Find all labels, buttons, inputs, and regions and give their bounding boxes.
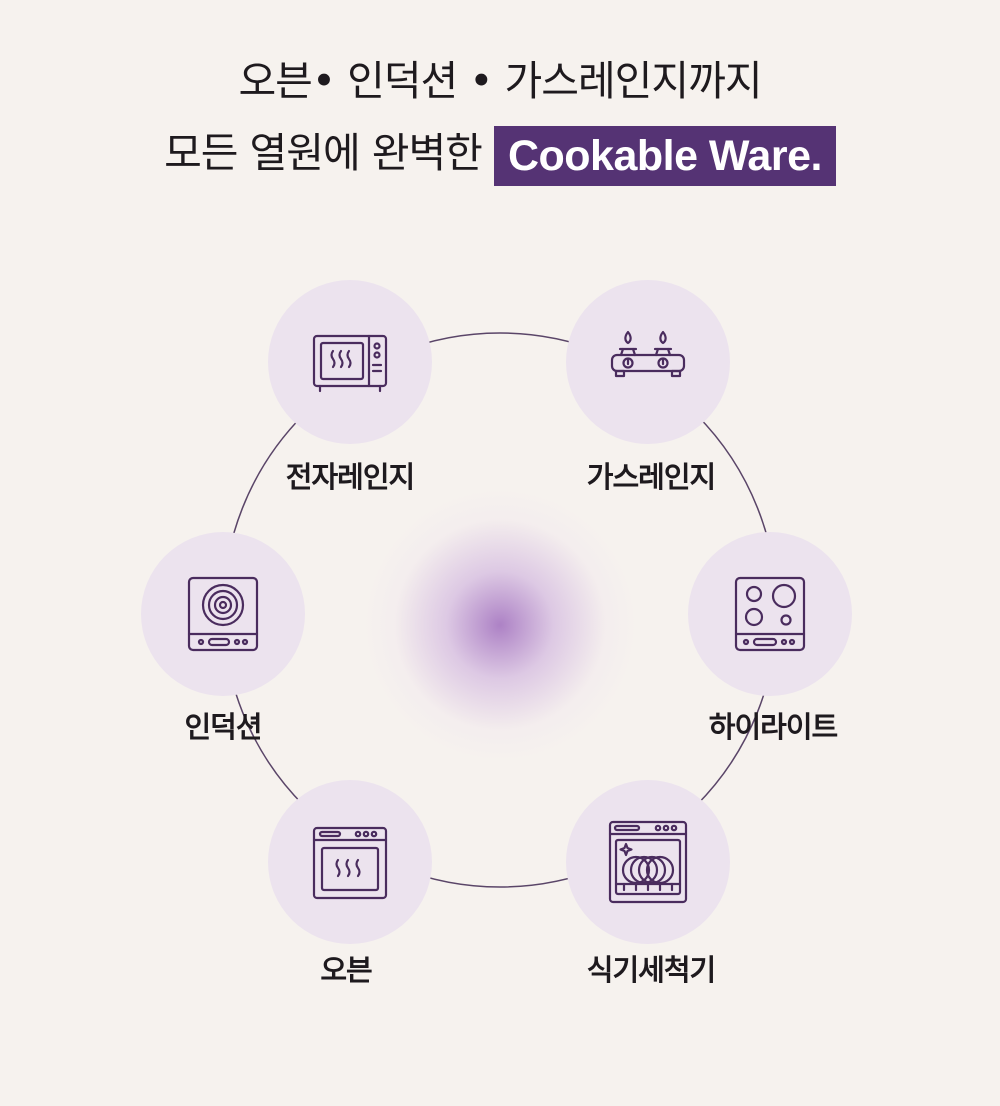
center-glow: [365, 490, 635, 760]
dishwasher-icon: [608, 820, 688, 904]
label-dishwasher: 식기세척기: [586, 953, 716, 987]
oven-icon: [312, 826, 388, 900]
brand-highlight: Cookable Ware.: [493, 126, 836, 186]
label-microwave: 전자레인지: [285, 460, 415, 494]
induction-circle: [141, 532, 305, 696]
induction-icon: [187, 576, 259, 652]
microwave-icon: [312, 334, 388, 393]
label-gas-stove: 가스레인지: [586, 460, 716, 494]
headline-line-2-text: 모든 열원에 완벽한: [164, 129, 483, 177]
label-oven: 오븐: [320, 953, 372, 987]
headline-line-1: 오븐• 인덕션 • 가스레인지까지: [238, 57, 762, 105]
dishwasher-circle: [566, 780, 730, 944]
label-hob: 하이라이트: [708, 710, 838, 744]
oven-circle: [268, 780, 432, 944]
headline-line-2: 모든 열원에 완벽한 Cookable Ware.: [0, 120, 1000, 186]
hob-circle: [688, 532, 852, 696]
gas-stove-icon: [610, 330, 686, 378]
microwave-circle: [268, 280, 432, 444]
gas-stove-circle: [566, 280, 730, 444]
label-induction: 인덕션: [184, 710, 262, 744]
hob-icon: [734, 576, 806, 652]
